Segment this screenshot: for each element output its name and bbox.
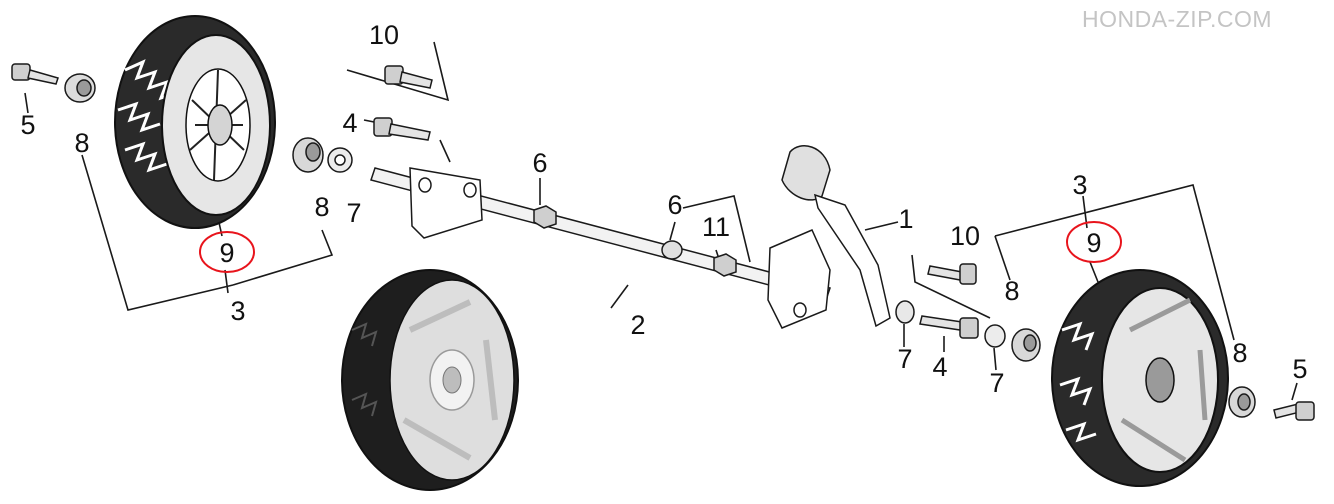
right-bolt-5: [1273, 401, 1315, 421]
callout-3-right: 3: [1072, 170, 1087, 200]
mid-collar-8: [292, 137, 324, 173]
callout-5-left: 5: [20, 110, 35, 140]
callout-8-right-b: 8: [1232, 338, 1247, 368]
callout-2: 2: [630, 310, 645, 340]
top-bolt-4: [373, 117, 431, 141]
callout-labels: 10 4 5 8 9 3 8 7 6 6 11 2 1 10 3 9 8 8 7…: [20, 20, 1307, 398]
callout-3-left: 3: [230, 296, 245, 326]
callout-7-right-a: 7: [897, 344, 912, 374]
right-wheel: [1051, 269, 1229, 487]
height-lever-1: [781, 145, 891, 328]
callout-10-top: 10: [369, 20, 399, 50]
top-bolt-10: [384, 65, 433, 89]
callout-9-right: 9: [1086, 228, 1101, 258]
mid-washer-7: [327, 147, 353, 173]
site-watermark: HONDA-ZIP.COM: [1082, 6, 1273, 32]
callout-8-left: 8: [74, 128, 89, 158]
right-bolt-10: [927, 263, 977, 285]
callout-4-top: 4: [342, 108, 357, 138]
callout-6-top: 6: [532, 148, 547, 178]
right-washer-7b: [984, 324, 1006, 348]
callout-10-right: 10: [950, 221, 980, 251]
highlight-ring-right: [1066, 221, 1122, 263]
highlight-ring-left: [199, 231, 255, 273]
front-wheel-large: [341, 269, 519, 491]
callout-6-mid: 6: [667, 190, 682, 220]
callout-7-mid: 7: [346, 198, 361, 228]
right-washer-7a: [895, 300, 915, 324]
callout-1: 1: [898, 204, 913, 234]
callout-7-right-b: 7: [989, 368, 1004, 398]
left-wheel: [114, 15, 276, 229]
callout-5-right: 5: [1292, 354, 1307, 384]
washer-6-mid: [661, 240, 683, 260]
nut-11: [713, 253, 737, 277]
callout-8-right-a: 8: [1004, 276, 1019, 306]
callout-9-left: 9: [219, 238, 234, 268]
left-collar-8: [64, 73, 96, 103]
callout-8-mid: 8: [314, 192, 329, 222]
right-bolt-4: [919, 315, 979, 339]
callout-11: 11: [702, 212, 730, 242]
callout-4-right: 4: [932, 352, 947, 382]
left-bolt-5: [11, 63, 59, 85]
right-collar-8a: [1011, 328, 1041, 362]
leader-lines: [24, 41, 1298, 401]
right-collar-8b: [1228, 386, 1256, 418]
nut-6-top: [533, 205, 557, 229]
